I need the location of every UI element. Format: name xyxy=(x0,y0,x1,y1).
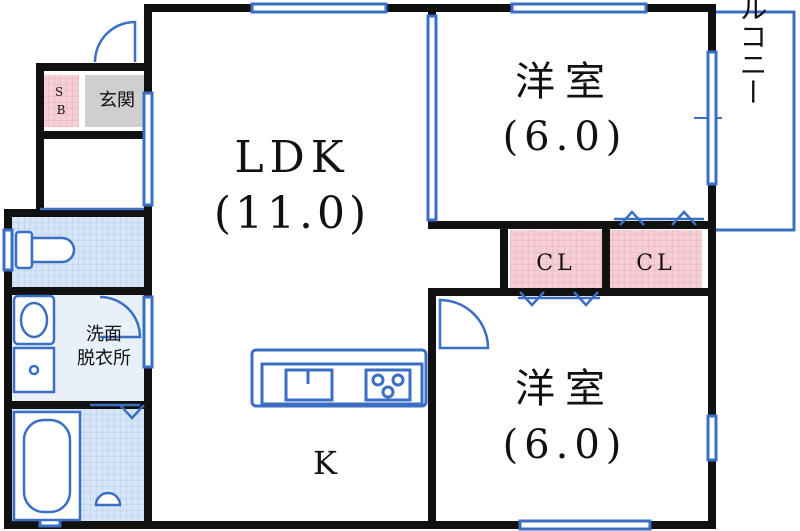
entrance-label: 玄関 xyxy=(99,90,135,111)
entrance-floor xyxy=(85,75,148,127)
kitchen-label: K xyxy=(313,444,338,482)
closet-left-area xyxy=(510,230,604,292)
closet-right-area xyxy=(610,230,702,292)
bedroom-upper-label: 洋室 xyxy=(515,59,615,105)
ldk-label: LDK xyxy=(234,132,349,183)
washing-machine-icon xyxy=(12,346,56,394)
doors xyxy=(40,20,704,420)
washroom-label-line2: 脱衣所 xyxy=(77,348,131,369)
bath-drain-icon xyxy=(94,491,122,507)
shoe-box-label: S B xyxy=(55,85,67,117)
bedroom-upper-size: (6.0) xyxy=(503,114,628,160)
bedroom-lower-size: (6.0) xyxy=(503,422,628,468)
washroom-label-line1: 洗面 xyxy=(86,324,122,345)
shoe-box-label-b: B xyxy=(57,103,66,117)
shoe-box xyxy=(44,75,79,127)
shoe-box-label-s: S xyxy=(55,85,63,99)
bedroom-lower-label: 洋室 xyxy=(515,366,615,412)
kitchen-counter xyxy=(250,348,428,408)
closet-right-label: CL xyxy=(636,251,675,276)
toilet-icon xyxy=(14,230,76,270)
balcony-label: バルコニー xyxy=(736,0,769,106)
washbasin-icon xyxy=(12,294,56,346)
closet-left-label: CL xyxy=(536,251,575,276)
ldk-size: (11.0) xyxy=(214,188,370,239)
balcony xyxy=(710,10,796,232)
windows xyxy=(2,2,718,531)
bathtub-icon xyxy=(12,410,82,522)
